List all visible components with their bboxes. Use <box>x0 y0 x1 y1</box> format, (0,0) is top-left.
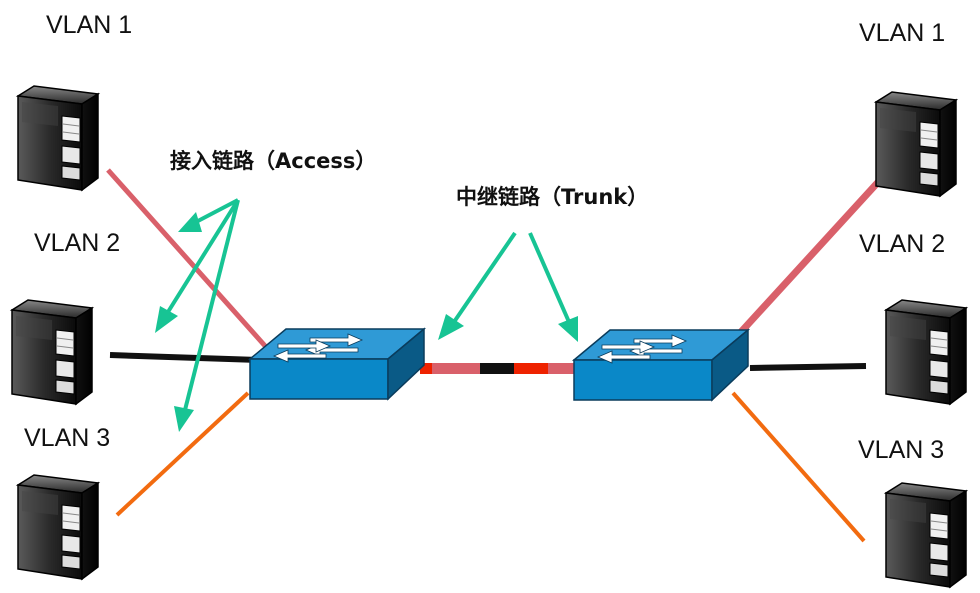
access-link-vlan2-right <box>749 363 867 371</box>
trunk-link-label: 中继链路（Trunk） <box>456 185 648 209</box>
network-switch-icon-left <box>249 328 425 400</box>
vlan-label-left-3: VLAN 3 <box>24 424 110 452</box>
access-link-vlan3-left <box>115 391 250 517</box>
network-switch-icon-right <box>573 329 749 401</box>
access-link-vlan3-right <box>731 391 866 543</box>
vlan-label-right-2: VLAN 2 <box>859 230 945 258</box>
server-tower-icon-left-vlan3 <box>17 474 99 580</box>
access-link-vlan2-left <box>109 352 261 363</box>
vlan-label-left-2: VLAN 2 <box>34 229 120 257</box>
access-link-vlan1-left <box>106 168 268 349</box>
trunk-annotation-arrows <box>438 231 578 342</box>
vlan-label-right-1: VLAN 1 <box>859 19 945 47</box>
vlan-label-left-1: VLAN 1 <box>46 11 132 39</box>
access-link-vlan1-right <box>737 177 883 336</box>
trunk-link <box>420 363 578 374</box>
server-tower-icon-right-vlan1 <box>875 91 957 197</box>
server-tower-icon-left-vlan1 <box>17 85 99 191</box>
access-annotation-arrows <box>155 198 240 432</box>
access-link-label: 接入链路（Access） <box>170 149 376 173</box>
server-tower-icon-right-vlan2 <box>885 299 967 405</box>
server-tower-icon-right-vlan3 <box>885 482 967 588</box>
vlan-label-right-3: VLAN 3 <box>858 436 944 464</box>
server-tower-icon-left-vlan2 <box>11 299 93 405</box>
